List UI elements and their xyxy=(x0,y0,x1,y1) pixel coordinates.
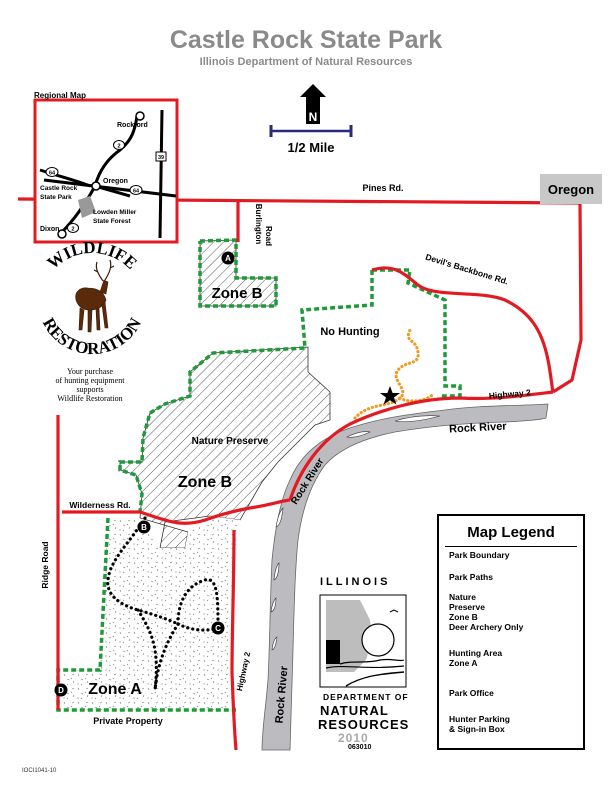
burlington-road-label-1: Burlington xyxy=(254,204,263,245)
legend-title: Map Legend xyxy=(467,524,555,541)
map-legend: Map Legend Park Boundary Park Paths Natu… xyxy=(437,514,585,750)
legend-park-office-label: Park Office xyxy=(449,688,494,698)
legend-paths-label: Park Paths xyxy=(449,572,493,582)
no-hunting-label: No Hunting xyxy=(320,326,379,338)
page-subtitle: Illinois Department of Natural Resources xyxy=(199,56,413,68)
wildlife-restoration-logo: WILDLIFE RESTORATION xyxy=(39,238,146,358)
north-letter: N xyxy=(309,110,318,124)
parking-marker-d: D xyxy=(54,683,68,697)
rock-river-east-label: Rock River xyxy=(449,420,508,435)
page-title: Castle Rock State Park xyxy=(169,26,443,54)
legend-hunter-parking-label: Hunter Parking & Sign-in Box xyxy=(449,714,510,734)
shield-2-a: 2 xyxy=(117,144,120,150)
legend-hunting-area-label: Hunting Area Zone A xyxy=(449,648,503,668)
deer-icon xyxy=(75,259,115,333)
oregon-label: Oregon xyxy=(548,182,594,197)
legend-divider xyxy=(445,546,577,547)
wr-line-2: of hunting equipment xyxy=(55,376,125,385)
legend-parking-marker-icon: A xyxy=(542,716,548,725)
castle-rock-label-2: State Park xyxy=(40,194,72,201)
wr-line-4: Wildlife Restoration xyxy=(57,394,123,403)
dnr-resources: RESOURCES xyxy=(318,717,410,732)
dnr-natural: NATURAL xyxy=(320,703,389,718)
highway-2-ne-label: Highway 2 xyxy=(488,387,531,401)
park-paths xyxy=(106,516,220,692)
dnr-logo xyxy=(319,594,407,688)
oregon-box xyxy=(540,174,602,204)
lowden-label-2: State Forest xyxy=(93,218,131,225)
nature-preserve-label: Nature Preserve xyxy=(192,436,269,447)
ridge-road-label: Ridge Road xyxy=(40,541,50,588)
wr-line-1: Your purchase xyxy=(66,367,114,376)
zone-b-main-label: Zone B xyxy=(178,474,232,491)
hunting-area-zone-a xyxy=(58,516,240,710)
shield-64-b: 64 xyxy=(133,189,140,195)
dixon-label: Dixon xyxy=(40,226,59,233)
dnr-year: 2010 xyxy=(338,731,369,745)
wr-line-3: supports xyxy=(76,385,104,394)
oregon-small-label: Oregon xyxy=(103,178,128,185)
dnr-illinois: ILLINOIS xyxy=(320,576,391,588)
logo-text-bottom: RESTORATION xyxy=(39,314,146,358)
regional-map-title: Regional Map xyxy=(34,91,87,100)
svg-text:D: D xyxy=(58,686,64,695)
shield-64-a: 64 xyxy=(49,171,56,177)
private-property-label: Private Property xyxy=(93,716,163,726)
dnr-code: 063010 xyxy=(348,744,372,751)
svg-text:B: B xyxy=(141,523,147,532)
orange-trail xyxy=(353,328,434,420)
pines-road-label: Pines Rd. xyxy=(362,183,403,193)
rockford-label: Rockford xyxy=(117,122,148,129)
svg-text:A: A xyxy=(225,254,231,263)
legend-nature-preserve-label: Nature Preserve Zone B Deer Archery Only xyxy=(449,592,524,632)
zone-a-label: Zone A xyxy=(88,681,142,698)
burlington-road-label-2: Road xyxy=(264,226,273,246)
rock-river xyxy=(261,403,549,751)
lowden-label-1: Lowden Miller xyxy=(93,209,137,216)
devils-backbone-road-label: Devil's Backbone Rd. xyxy=(424,252,509,287)
legend-boundary-label: Park Boundary xyxy=(449,550,510,560)
river-islands xyxy=(270,415,441,651)
scale-label: 1/2 Mile xyxy=(288,140,335,155)
scale-bar xyxy=(269,125,353,137)
zone-b-north-label: Zone B xyxy=(212,285,263,302)
wildlife-restoration-text: Your purchase of hunting equipment suppo… xyxy=(30,367,150,403)
rock-river-south-label: Rock River xyxy=(274,665,291,724)
castle-rock-label-1: Castle Rock xyxy=(40,185,78,192)
footer-code: IOCI1041-10 xyxy=(22,768,57,774)
parking-marker-c: C xyxy=(211,621,225,635)
regional-map-inset: 64 2 64 39 2 Rockford Oregon Castle Rock… xyxy=(33,98,179,244)
parking-marker-a: A xyxy=(221,251,235,265)
wilderness-road-label: Wilderness Rd. xyxy=(69,500,130,510)
shield-39: 39 xyxy=(158,155,164,161)
shield-2-b: 2 xyxy=(71,227,74,233)
park-office-star-icon xyxy=(380,386,400,405)
north-arrow-icon xyxy=(300,84,326,124)
dnr-department-of: DEPARTMENT OF xyxy=(323,692,409,702)
parking-marker-b: B xyxy=(137,520,151,534)
highway-2-s-label: Highway 2 xyxy=(235,651,252,692)
svg-text:C: C xyxy=(215,624,221,633)
